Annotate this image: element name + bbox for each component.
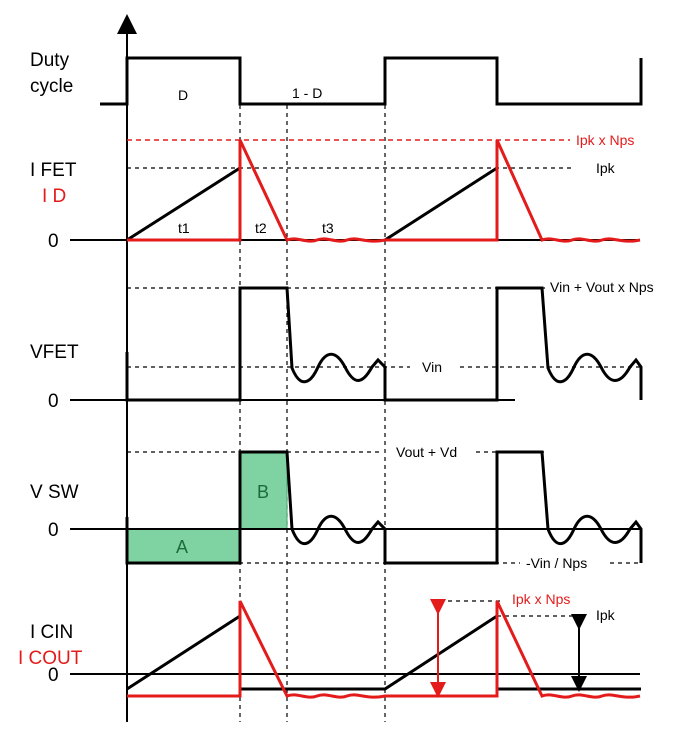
t1-label: t1 (178, 220, 190, 236)
time-markers (239, 105, 386, 722)
ifet-row: I FET I D 0 Ipk x Nps Ipk t1 t2 t3 (30, 132, 641, 252)
t2-label: t2 (255, 220, 267, 236)
area-b (239, 451, 288, 530)
id-label: I D (42, 186, 66, 207)
area-a-label: A (176, 537, 188, 557)
duty-waveform (100, 56, 643, 106)
icin-zero: 0 (48, 665, 59, 686)
vin-label: Vin (422, 359, 442, 375)
vout-vd-label: Vout + Vd (396, 444, 457, 460)
icout-label: I COUT (18, 648, 83, 669)
t3-label: t3 (322, 220, 334, 236)
vin-nps-label: -Vin / Nps (526, 555, 587, 571)
vfet-waveform (125, 286, 643, 402)
vsw-waveform (125, 450, 643, 565)
duty-label-2: cycle (30, 76, 73, 97)
icout-waveform (127, 600, 641, 699)
area-b-label: B (257, 482, 269, 502)
ipk-nps-label: Ipk x Nps (576, 132, 634, 148)
icin-label: I CIN (30, 622, 73, 643)
ifet-label: I FET (30, 160, 77, 181)
vfet-zero: 0 (48, 391, 59, 412)
vin-vout-label: Vin + Vout x Nps (550, 279, 654, 295)
id-waveform (127, 139, 641, 243)
duty-d-label: D (178, 87, 188, 103)
ifet-zero: 0 (48, 231, 59, 252)
vsw-zero: 0 (48, 520, 59, 541)
duty-1-d-label: 1 - D (292, 85, 322, 101)
duty-cycle-row: Duty cycle D 1 - D (30, 50, 643, 106)
vsw-label: V SW (30, 482, 79, 503)
icin-ipk-label: Ipk (596, 607, 616, 623)
icin-waveform (126, 613, 641, 691)
ipk-label: Ipk (596, 160, 616, 176)
vfet-label: VFET (30, 342, 79, 363)
duty-label-1: Duty (30, 50, 70, 71)
icin-ipk-nps-label: Ipk x Nps (512, 591, 570, 607)
vsw-row: V SW 0 A B Vout + Vd -Vin / Nps (30, 444, 643, 571)
vfet-row: VFET 0 Vin + Vout x Nps Vin (30, 279, 654, 412)
icin-row: I CIN I COUT 0 Ipk x Nps Ipk (18, 591, 641, 699)
